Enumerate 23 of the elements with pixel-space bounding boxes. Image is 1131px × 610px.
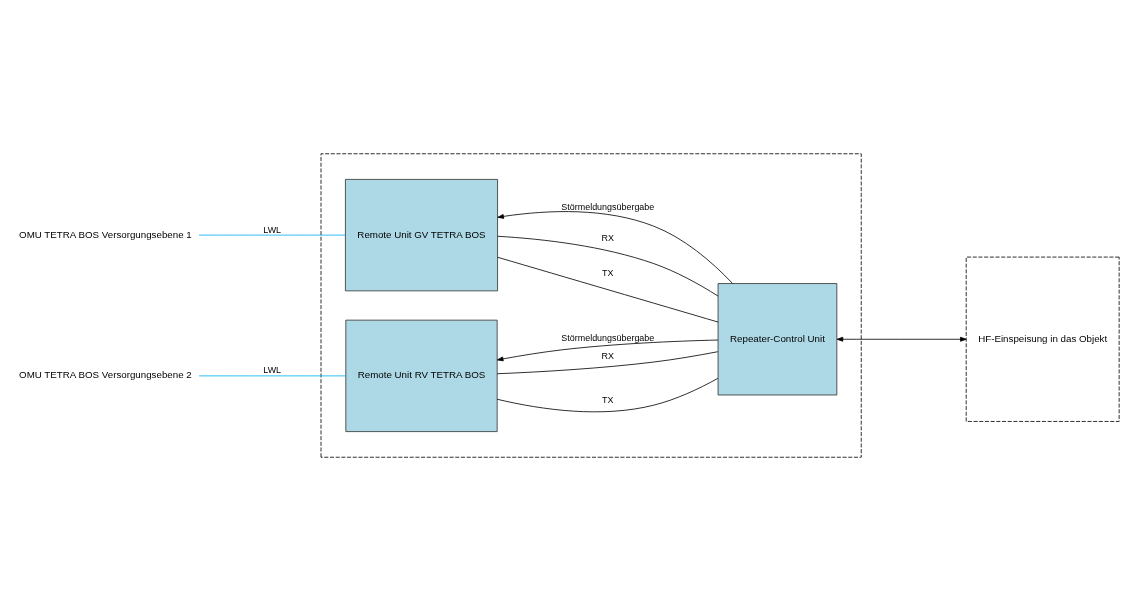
- node-box: Repeater-Control Unit: [717, 282, 838, 395]
- edge-label: TX: [602, 267, 614, 278]
- node-box: Remote Unit GV TETRA BOS: [345, 178, 498, 291]
- edge-label: RX: [601, 232, 615, 243]
- node-box: Remote Unit RV TETRA BOS: [345, 319, 498, 432]
- cluster: [320, 152, 862, 458]
- node-box: HF-Einspeisung in das Objekt: [965, 256, 1120, 422]
- edge-label: Störmeldungsübergabe: [561, 201, 655, 212]
- connector: [496, 377, 719, 412]
- arrow: [836, 336, 967, 342]
- connector: [198, 374, 347, 376]
- arrow: [496, 339, 719, 361]
- node-text: OMU TETRA BOS Versorgungsebene 2: [19, 368, 192, 380]
- node-text: OMU TETRA BOS Versorgungsebene 1: [19, 228, 192, 240]
- arrow: [497, 210, 733, 284]
- edge-label: RX: [601, 350, 615, 361]
- connector: [497, 235, 719, 296]
- edge-label: TX: [602, 394, 614, 405]
- edge-label: LWL: [263, 224, 282, 235]
- connector: [496, 350, 719, 374]
- edge-label: LWL: [263, 364, 282, 375]
- connector: [497, 256, 719, 322]
- edge-label: Störmeldungsübergabe: [561, 332, 655, 343]
